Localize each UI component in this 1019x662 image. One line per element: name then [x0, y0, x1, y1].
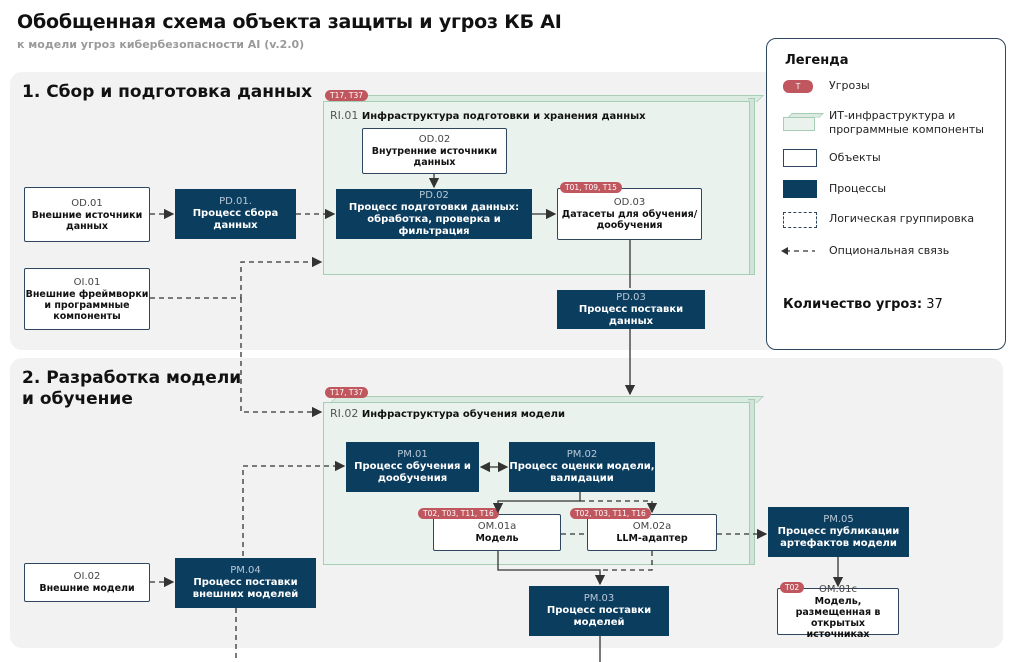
pm01-code: PM.01 [397, 449, 428, 460]
pm04-code: PM.04 [230, 565, 261, 576]
ri01-name: Инфраструктура подготовки и хранения дан… [361, 111, 646, 122]
om01c-object: OM.01c Модель, размещенная в открытых ис… [777, 584, 899, 640]
pm02-code: PM.02 [566, 449, 598, 460]
page-title: Обобщенная схема объекта защиты и угроз … [17, 11, 562, 33]
pm02-name: Процесс оценки модели, валидации [509, 461, 655, 484]
pm05-process: PM.05 Процесс публикации артефактов моде… [768, 507, 909, 557]
ri02-side-face [748, 399, 755, 565]
ri01-threat-badge: T17, T37 [325, 90, 369, 101]
od02-object: OD.02 Внутренние источники данных [362, 128, 507, 174]
om01c-threat-badge: T02 [780, 582, 805, 593]
pm05-code: PM.05 [823, 514, 854, 525]
od01-object: OD.01 Внешние источники данных [24, 187, 150, 242]
legend-object-swatch [783, 149, 817, 167]
pm04-name: Процесс поставки внешних моделей [192, 577, 299, 600]
om01c-code: OM.01c [819, 583, 857, 595]
ri02-code: RI.02 [330, 407, 359, 420]
ri02-name: Инфраструктура обучения модели [361, 409, 565, 420]
om02a-code: OM.02a [632, 521, 672, 532]
om01a-threat-badge: T02, T03, T11, T16 [418, 508, 499, 519]
legend-infra-swatch [783, 113, 824, 131]
pd02-name-rest: подготовки данных: обработка, проверка и… [367, 202, 520, 237]
legend-grouping-label: Логическая группировка [829, 212, 975, 225]
pm02-process: PM.02 Процесс оценки модели, валидации [509, 442, 655, 492]
legend-title: Легенда [785, 53, 849, 68]
legend-processes-label: Процессы [829, 182, 887, 195]
pd02-process: PD.02 Процесс подготовки данных: обработ… [336, 189, 532, 239]
section-1-title: 1. Сбор и подготовка данных [22, 82, 313, 102]
legend-panel: Легенда T Угрозы ИТ-инфраструктура и про… [766, 38, 1006, 350]
pm05-name: Процесс публикации артефактов модели [777, 526, 900, 549]
pm03-process: PM.03 Процесс поставки моделей [529, 586, 669, 636]
pd01-process: PD.01. Процесс сбора данных [175, 189, 296, 239]
pd02-code: PD.02 [419, 190, 449, 201]
page-subtitle: к модели угроз кибербезопасности AI (v.2… [17, 38, 305, 51]
pd01-name: Процесс сбора данных [192, 208, 279, 231]
oi01-code: OI.01 [73, 276, 101, 288]
od01-code: OD.01 [71, 197, 103, 209]
threat-count-label: Количество угроз: [783, 297, 923, 312]
threat-count-value: 37 [926, 297, 943, 312]
od02-code: OD.02 [418, 134, 451, 145]
legend-grouping-swatch [783, 212, 817, 228]
om02a-threat-badge: T02, T03, T11, T16 [570, 508, 651, 519]
pd03-process: PD.03 Процесс поставки данных [557, 290, 705, 329]
pd02-name-bold: Процесс [348, 202, 398, 213]
ri01-label: RI.01 Инфраструктура подготовки и хранен… [330, 109, 646, 122]
ri02-label: RI.02 Инфраструктура обучения модели [330, 407, 565, 420]
legend-objects-label: Объекты [829, 151, 881, 164]
om01c-name: Модель, размещенная в открытых источника… [795, 595, 881, 640]
oi02-code: OI.02 [73, 571, 101, 582]
pd01-code: PD.01. [219, 196, 252, 207]
pd02-name: Процесс подготовки данных: обработка, пр… [336, 202, 532, 238]
om02a-object: OM.02a LLM-адаптер [587, 514, 717, 551]
od03-threat-badge: T01, T09, T15 [560, 182, 622, 193]
om02a-name: LLM-адаптер [616, 533, 688, 544]
od01-name: Внешние источники данных [31, 209, 143, 232]
ri02-threat-badge: T17, T37 [325, 387, 369, 398]
pm01-process: PM.01 Процесс обучения и дообучения [346, 442, 479, 492]
legend-optional-label: Опциональная связь [829, 244, 950, 257]
om01a-code: OM.01a [477, 521, 517, 532]
legend-process-swatch [783, 180, 817, 198]
pm03-code: PM.03 [583, 593, 615, 604]
legend-infra-label: ИТ-инфраструктура и программные компонен… [829, 109, 984, 136]
pd03-name: Процесс поставки данных [578, 303, 684, 327]
legend-optional-arrow-icon [781, 247, 815, 255]
legend-threat-chip: T [783, 80, 813, 93]
threat-count: Количество угроз: 37 [783, 297, 943, 312]
oi02-object: OI.02 Внешние модели [24, 563, 150, 602]
pm01-name: Процесс обучения и дообучения [354, 461, 471, 484]
legend-threats-label: Угрозы [829, 79, 870, 92]
od03-code: OD.03 [613, 197, 646, 208]
om01a-name: Модель [475, 533, 519, 544]
section-2-title: 2. Разработка модели и обучение [22, 368, 242, 409]
od02-name: Внутренние источники данных [371, 146, 498, 168]
oi01-name: Внешние фреймворки и программные компоне… [25, 288, 149, 322]
od03-name: Датасеты для обучения/ дообучения [561, 209, 698, 231]
om01a-object: OM.01a Модель [433, 514, 561, 551]
oi02-name: Внешние модели [39, 583, 135, 594]
ri01-side-face [748, 98, 755, 275]
pm03-name: Процесс поставки моделей [546, 605, 652, 628]
ri01-code: RI.01 [330, 109, 359, 122]
pd03-code: PD.03 [616, 291, 646, 303]
oi01-object: OI.01 Внешние фреймворки и программные к… [24, 268, 150, 330]
od03-object: OD.03 Датасеты для обучения/ дообучения [557, 188, 702, 240]
pm04-process: PM.04 Процесс поставки внешних моделей [175, 558, 316, 608]
